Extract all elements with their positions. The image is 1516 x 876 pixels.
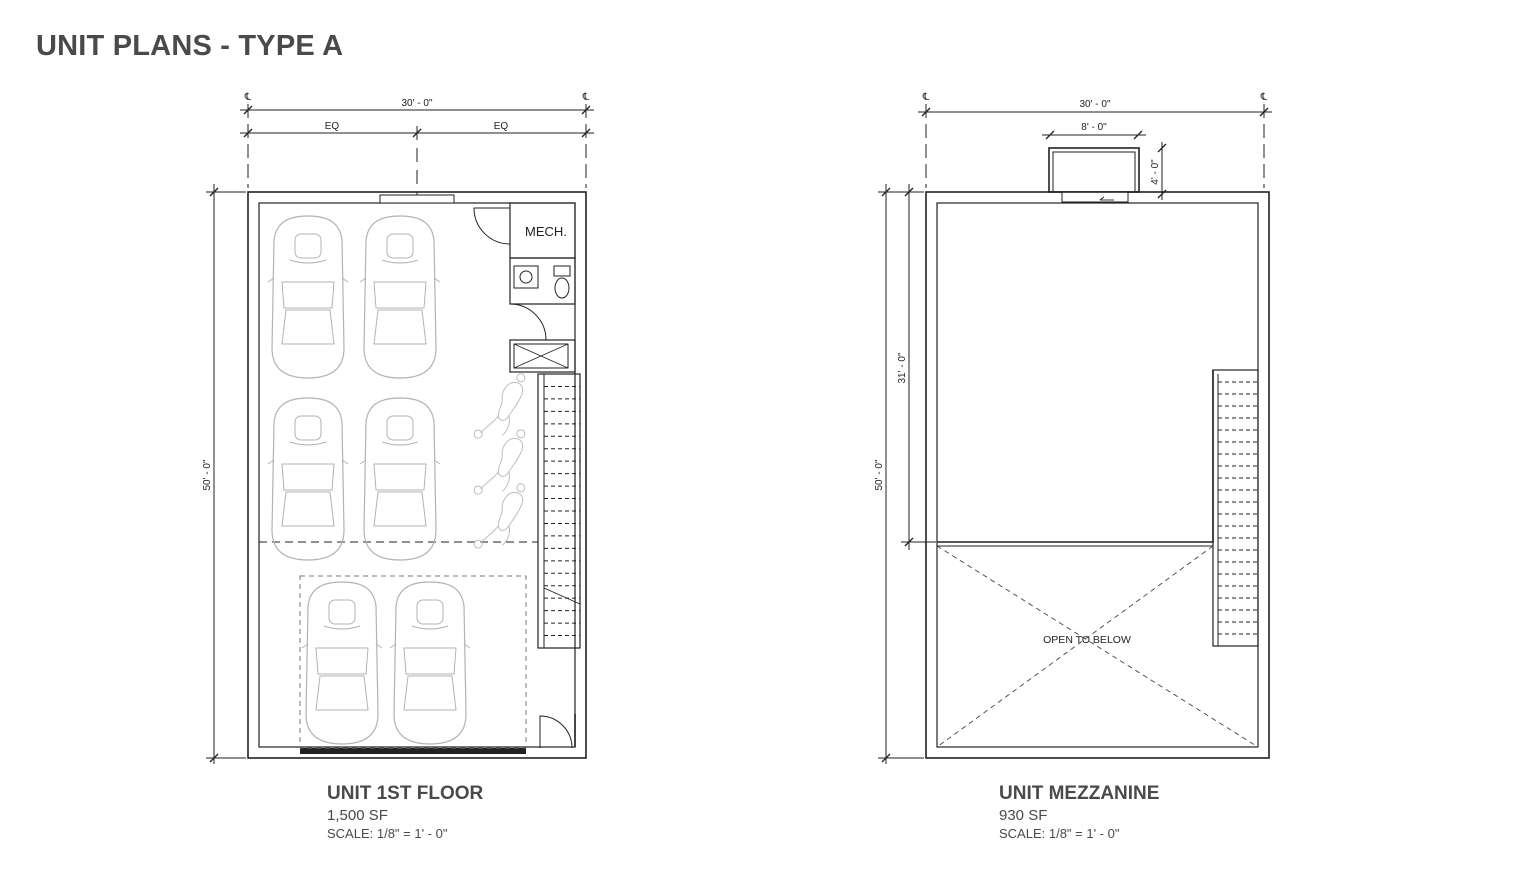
caption-unit-mezzanine: UNIT MEZZANINE 930 SF SCALE: 1/8" = 1' -… [999,783,1159,841]
plan-name: UNIT MEZZANINE [999,783,1160,804]
interior-wall [936,202,1259,748]
shower [509,339,576,373]
car-icon [359,397,441,561]
dimension-bump-width: 8' - 0" [1081,122,1107,133]
dimension-overall-depth: 50' - 0" [202,459,213,490]
dimension-eq-left: EQ [325,121,340,132]
plan-scale: SCALE: 1/8" = 1' - 0" [999,826,1120,841]
car-icon [389,581,471,745]
garage-door [300,748,526,754]
mech-door [473,207,511,245]
tandem-parking-zone [299,575,527,749]
car-icon [301,581,383,745]
dimension-eq-right: EQ [494,121,509,132]
plan-unit-1st-floor: ℄ ℄ 30' - 0" EQ EQ 50' - 0" MECH. [202,92,594,764]
stair [1212,369,1259,647]
bike-icon [472,422,527,502]
caption-unit-1st-floor: UNIT 1ST FLOOR 1,500 SF SCALE: 1/8" = 1'… [327,783,483,841]
exterior-wall [247,191,587,759]
car-icon [359,215,441,379]
centerline-symbol-right: ℄ [582,92,590,103]
plan-name: UNIT 1ST FLOOR [327,783,484,804]
dimension-overall-width: 30' - 0" [1079,99,1110,110]
centerline-symbol-left: ℄ [922,92,930,103]
plan-scale: SCALE: 1/8" = 1' - 0" [327,826,448,841]
dimension-overall-depth: 50' - 0" [874,459,885,490]
car-icon [267,215,349,379]
dimension-mezzanine-depth: 31' - 0" [897,352,908,383]
open-to-below-diagonal [936,545,1259,748]
plan-area: 930 SF [999,807,1048,824]
entry-door [539,715,573,749]
centerline-symbol-left: ℄ [244,92,252,103]
mezzanine-edge [937,370,1214,543]
sink-icon [513,265,539,289]
toilet-icon [553,265,571,277]
centerline-symbol-right: ℄ [1260,92,1268,103]
open-to-below-diagonal [936,545,1214,748]
mech-room-label: MECH. [525,224,567,239]
plan-area: 1,500 SF [327,807,388,824]
top-window [379,194,455,204]
dimension-bump-depth: 4' - 0" [1150,159,1161,185]
exterior-wall [925,191,1270,759]
bike-icon [472,366,527,446]
page-title: UNIT PLANS - TYPE A [36,30,344,62]
restroom [509,257,576,305]
car-icon [267,397,349,561]
bump-out [1048,147,1140,193]
bump-out-opening [1061,191,1129,203]
open-to-below-label: OPEN TO BELOW [1043,634,1131,646]
restroom-door [509,303,547,341]
plan-unit-mezzanine: ℄ ℄ 30' - 0" 8' - 0" 4' - 0" 50' - 0" [874,92,1272,764]
dimension-overall-width: 30' - 0" [401,98,432,109]
